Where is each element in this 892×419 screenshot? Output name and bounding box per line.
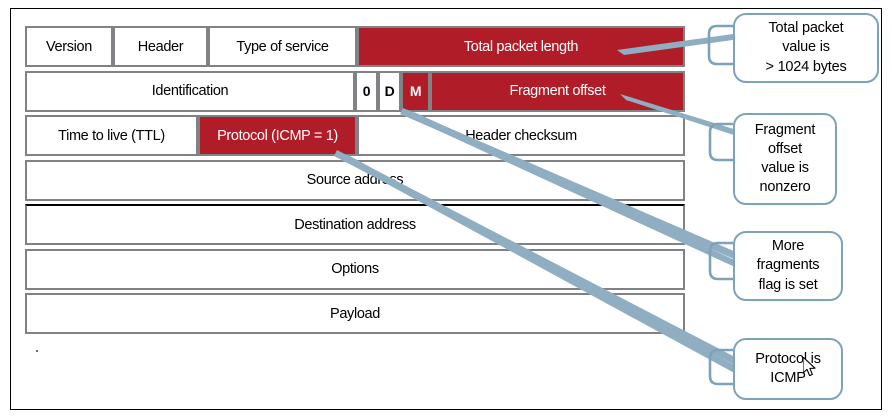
callout-line: ICMP (770, 370, 806, 386)
packet-field-0: 0 (355, 70, 378, 112)
packet-field-total-packet-length: Total packet length (357, 26, 685, 67)
mouse-cursor (803, 357, 816, 377)
packet-field-d: D (378, 70, 401, 112)
packet-field-m: M (401, 70, 430, 112)
packet-field-protocol-icmp-1: Protocol (ICMP = 1) (198, 115, 357, 156)
packet-row: Destination address (25, 204, 685, 245)
callout-line: More (771, 238, 805, 255)
packet-row: Time to live (TTL)Protocol (ICMP = 1)Hea… (25, 115, 685, 156)
packet-row: Options (25, 248, 685, 290)
callout-line: > 1024 bytes (765, 58, 847, 75)
stray-dot-artifact (36, 350, 38, 352)
packet-field-header: Header (113, 26, 208, 67)
callout-line: Total packet (768, 20, 844, 37)
callout-line: Fragment (754, 121, 816, 138)
callout-total-packet-length: Total packet value is > 1024 bytes (733, 13, 879, 83)
callout-line: value is (761, 160, 809, 176)
packet-field-payload: Payload (25, 293, 685, 334)
packet-row: Source address (25, 159, 685, 201)
packet-field-header-checksum: Header checksum (357, 115, 685, 156)
packet-field-fragment-offset: Fragment offset (430, 70, 685, 112)
callout-line: offset (767, 140, 802, 157)
callout-line: nonzero (759, 179, 811, 196)
packet-field-options: Options (25, 248, 685, 290)
callout-line: flag is set (758, 276, 818, 293)
callout-line: value is (782, 39, 830, 56)
packet-field-time-to-live-ttl: Time to live (TTL) (25, 115, 198, 156)
packet-field-type-of-service: Type of service (208, 26, 357, 67)
packet-field-identification: Identification (25, 70, 355, 112)
callout-more-fragments: More fragments flag is set (733, 231, 843, 301)
outer-frame (10, 8, 882, 410)
packet-field-destination-address: Destination address (25, 204, 685, 245)
callout-fragment-offset: Fragment offset value is nonzero (733, 113, 837, 205)
packet-field-source-address: Source address (25, 159, 685, 201)
callout-line: fragments (756, 257, 820, 274)
packet-field-version: Version (25, 26, 113, 67)
packet-row: Payload (25, 293, 685, 334)
